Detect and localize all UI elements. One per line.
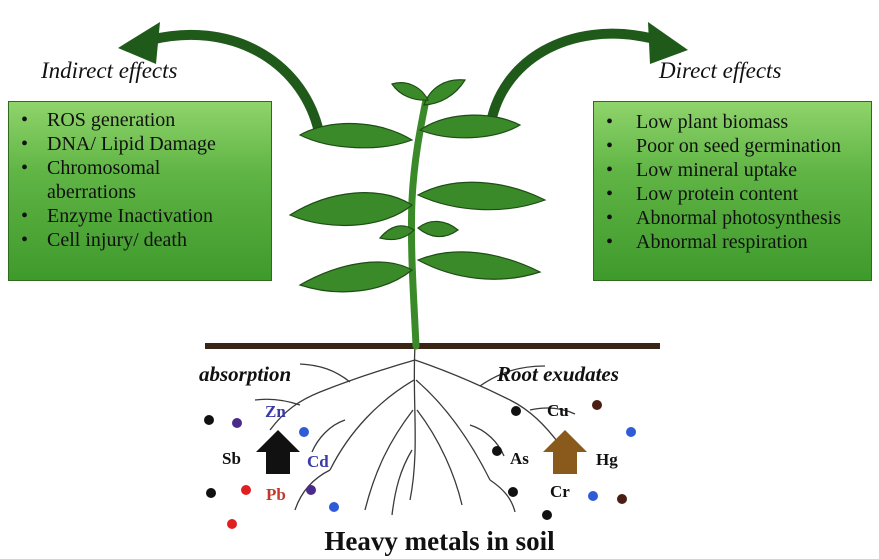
diagram-title: Heavy metals in soil <box>0 526 879 557</box>
indirect-item: •Cell injury/ death <box>9 228 271 252</box>
metal-label-sb: Sb <box>222 449 241 469</box>
metal-label-cu: Cu <box>547 401 569 421</box>
metal-label-hg: Hg <box>596 450 618 470</box>
direct-item: •Low protein content <box>594 182 871 206</box>
direct-item: •Poor on seed germination <box>594 134 871 158</box>
absorption-arrow <box>256 430 300 474</box>
exudate-arrow <box>543 430 587 474</box>
indirect-item: •Enzyme Inactivation <box>9 204 271 228</box>
indirect-item: •ROS generation <box>9 108 271 132</box>
indirect-effects-box: •ROS generation •DNA/ Lipid Damage •Chro… <box>8 101 272 281</box>
indirect-effects-heading: Indirect effects <box>41 58 177 84</box>
indirect-item: •Chromosomal aberrations <box>9 156 207 204</box>
absorption-label: absorption <box>199 362 291 387</box>
direct-effects-list: •Low plant biomass •Poor on seed germina… <box>594 110 871 254</box>
metal-label-cd: Cd <box>307 452 329 472</box>
direct-item: •Low mineral uptake <box>594 158 871 182</box>
plant-leaves <box>290 80 545 292</box>
direct-item: •Low plant biomass <box>594 110 871 134</box>
metal-label-zn: Zn <box>265 402 286 422</box>
indirect-effects-list: •ROS generation •DNA/ Lipid Damage •Chro… <box>9 108 271 252</box>
direct-item: •Abnormal photosynthesis <box>594 206 871 230</box>
direct-effects-heading: Direct effects <box>659 58 781 84</box>
plant-stem <box>411 100 426 346</box>
direct-effects-box: •Low plant biomass •Poor on seed germina… <box>593 101 872 281</box>
root-exudates-label: Root exudates <box>497 362 619 387</box>
indirect-item: •DNA/ Lipid Damage <box>9 132 271 156</box>
metal-label-as: As <box>510 449 529 469</box>
metal-label-cr: Cr <box>550 482 570 502</box>
metal-label-pb: Pb <box>266 485 286 505</box>
direct-item: •Abnormal respiration <box>594 230 871 254</box>
